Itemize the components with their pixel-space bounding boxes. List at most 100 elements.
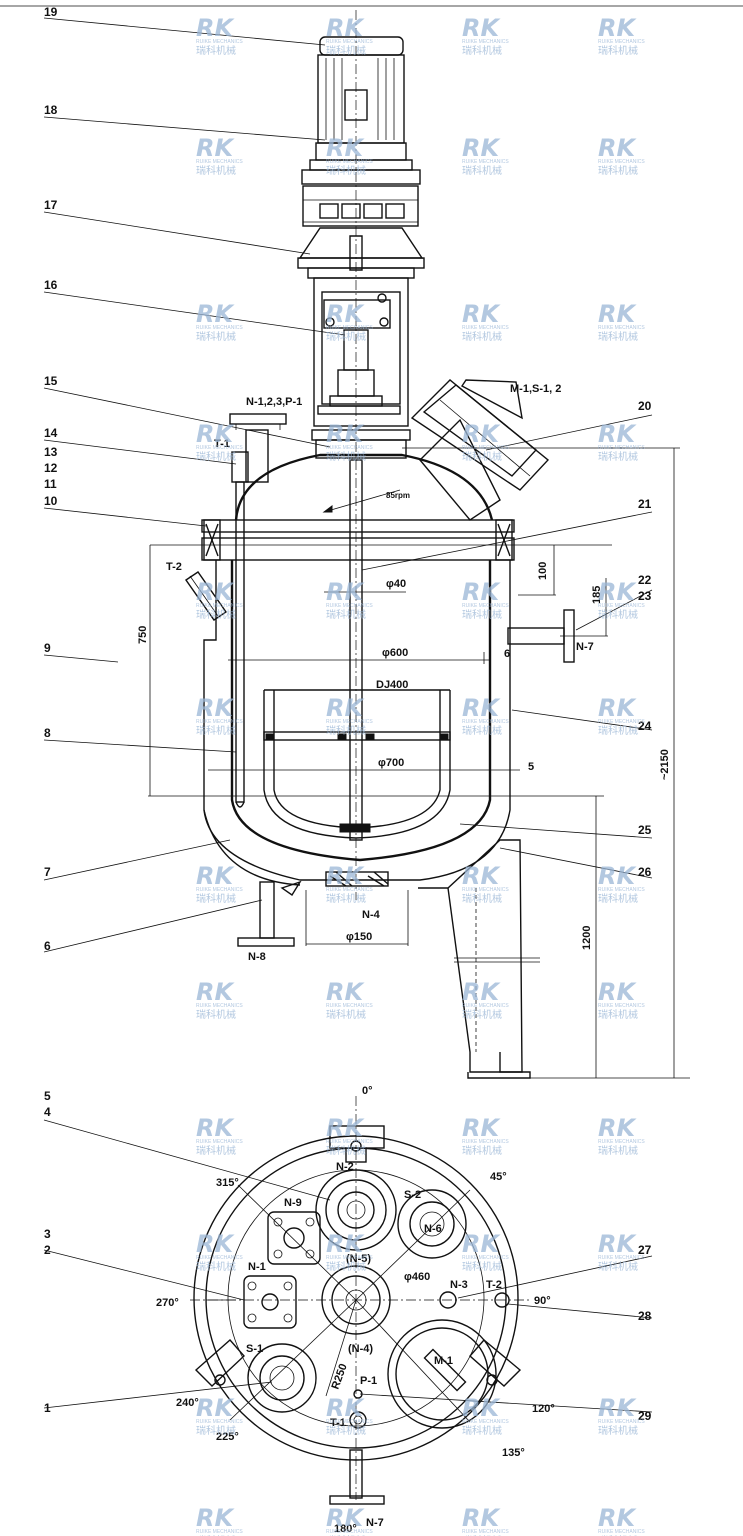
svg-text:瑞科机械: 瑞科机械 [598, 1008, 638, 1021]
top-nozzle [229, 413, 287, 483]
svg-text:RK: RK [326, 862, 365, 890]
elevation-view [43, 10, 690, 1079]
svg-text:RUIKE MECHANICS: RUIKE MECHANICS [598, 719, 645, 725]
label-n6: N-6 [424, 1223, 442, 1235]
svg-text:RK: RK [326, 14, 365, 42]
label-manhole: M-1,S-1, 2 [510, 383, 561, 395]
bottom-outlet [325, 871, 389, 887]
svg-text:RK: RK [196, 1114, 235, 1142]
svg-text:RUIKE MECHANICS: RUIKE MECHANICS [462, 719, 509, 725]
label-n9: N-9 [284, 1197, 302, 1209]
svg-text:RUIKE MECHANICS: RUIKE MECHANICS [326, 159, 373, 165]
part-10: 10 [44, 494, 58, 508]
svg-text:RK: RK [462, 14, 501, 42]
svg-text:RK: RK [326, 694, 365, 722]
svg-text:RK: RK [326, 1114, 365, 1142]
svg-text:瑞科机械: 瑞科机械 [598, 1144, 638, 1157]
label-s2: S-2 [404, 1189, 421, 1201]
label-shaft-dia: φ40 [386, 578, 406, 590]
svg-text:RUIKE MECHANICS: RUIKE MECHANICS [598, 1419, 645, 1425]
svg-text:瑞科机械: 瑞科机械 [196, 1144, 236, 1157]
thermowell-t1 [231, 451, 249, 808]
svg-text:RUIKE MECHANICS: RUIKE MECHANICS [598, 325, 645, 331]
svg-text:RK: RK [462, 1230, 501, 1258]
svg-text:瑞科机械: 瑞科机械 [462, 330, 502, 343]
svg-text:RK: RK [462, 300, 501, 328]
deg-120: 120° [532, 1403, 555, 1415]
svg-text:RUIKE MECHANICS: RUIKE MECHANICS [462, 445, 509, 451]
label-t1-plan: T-1 [330, 1417, 346, 1429]
motor [301, 36, 421, 185]
svg-text:RK: RK [196, 14, 235, 42]
dimension-lines [148, 447, 690, 1079]
svg-text:RUIKE MECHANICS: RUIKE MECHANICS [326, 1419, 373, 1425]
label-s1: S-1 [246, 1343, 263, 1355]
svg-text:RK: RK [462, 134, 501, 162]
svg-text:RUIKE MECHANICS: RUIKE MECHANICS [196, 887, 243, 893]
svg-text:瑞科机械: 瑞科机械 [598, 330, 638, 343]
svg-text:RUIKE MECHANICS: RUIKE MECHANICS [196, 325, 243, 331]
coupling-frame [307, 267, 415, 427]
part-13: 13 [44, 445, 58, 459]
svg-text:RUIKE MECHANICS: RUIKE MECHANICS [326, 1255, 373, 1261]
svg-text:瑞科机械: 瑞科机械 [462, 1144, 502, 1157]
label-jacket-dia: φ700 [378, 757, 404, 769]
svg-text:瑞科机械: 瑞科机械 [196, 164, 236, 177]
svg-text:RUIKE MECHANICS: RUIKE MECHANICS [326, 1529, 373, 1535]
svg-text:RK: RK [196, 420, 235, 448]
svg-text:瑞科机械: 瑞科机械 [598, 1424, 638, 1437]
svg-text:RK: RK [326, 300, 365, 328]
part-5: 5 [44, 1089, 51, 1103]
svg-text:RUIKE MECHANICS: RUIKE MECHANICS [196, 1003, 243, 1009]
svg-text:瑞科机械: 瑞科机械 [196, 1008, 236, 1021]
svg-text:RK: RK [462, 1394, 501, 1422]
svg-text:RK: RK [462, 420, 501, 448]
svg-text:RUIKE MECHANICS: RUIKE MECHANICS [196, 1139, 243, 1145]
svg-text:RUIKE MECHANICS: RUIKE MECHANICS [196, 719, 243, 725]
svg-text:瑞科机械: 瑞科机械 [598, 892, 638, 905]
agitator-shaft [322, 10, 401, 900]
label-p1: P-1 [360, 1375, 377, 1387]
svg-text:RUIKE MECHANICS: RUIKE MECHANICS [462, 159, 509, 165]
svg-text:瑞科机械: 瑞科机械 [462, 608, 502, 621]
inner-shell [230, 560, 492, 862]
svg-text:RK: RK [326, 1394, 365, 1422]
dim-750: 750 [137, 626, 149, 644]
label-outlet-dia: φ150 [346, 931, 372, 943]
svg-text:瑞科机械: 瑞科机械 [196, 44, 236, 57]
svg-text:瑞科机械: 瑞科机械 [196, 892, 236, 905]
elevation-annotations: N-1,2,3,P-1 T-1 T-2 M-1,S-1, 2 85rpm φ40… [137, 383, 671, 963]
svg-text:RK: RK [598, 694, 637, 722]
deg-315: 315° [216, 1177, 239, 1189]
svg-text:瑞科机械: 瑞科机械 [598, 724, 638, 737]
deg-0: 0° [362, 1085, 373, 1097]
thermowell-t2 [185, 571, 227, 621]
label-top-nozzle: N-1,2,3,P-1 [246, 396, 302, 408]
svg-text:瑞科机械: 瑞科机械 [326, 330, 366, 343]
svg-text:瑞科机械: 瑞科机械 [326, 892, 366, 905]
part-22: 22 [638, 573, 652, 587]
svg-text:RK: RK [196, 1504, 235, 1532]
deg-45: 45° [490, 1171, 507, 1183]
svg-text:RK: RK [598, 1114, 637, 1142]
svg-text:RK: RK [598, 978, 637, 1006]
label-n1: N-1 [248, 1261, 266, 1273]
